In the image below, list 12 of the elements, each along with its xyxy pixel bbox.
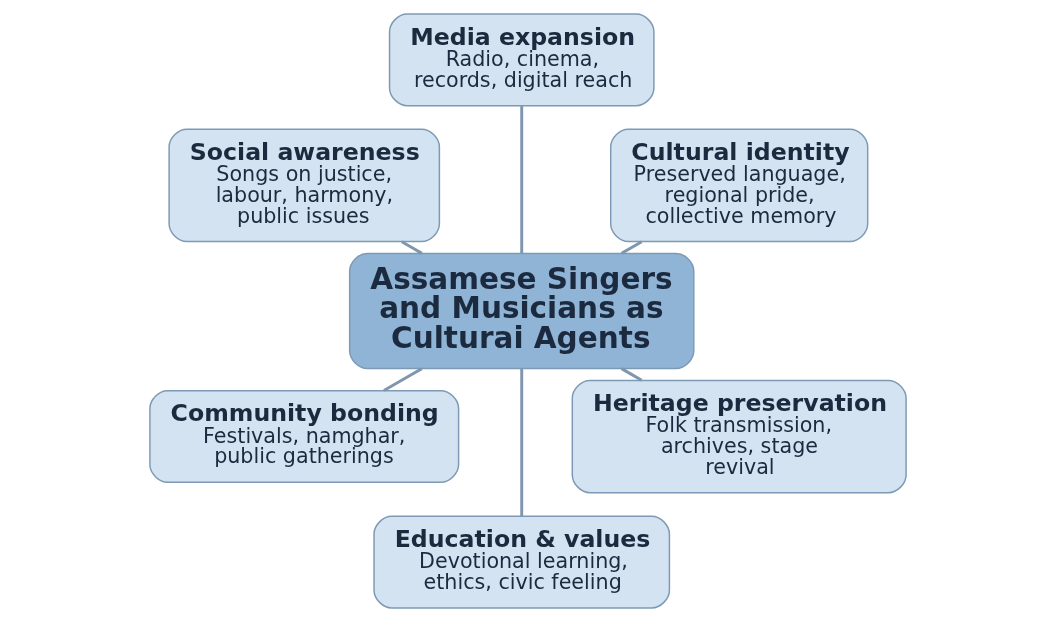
- node-box: Education & values Devotional learning, ethics, civic feeling: [373, 515, 671, 609]
- connector: [620, 240, 643, 255]
- connector: [620, 367, 643, 382]
- connector: [520, 105, 524, 254]
- node-box: Social awareness Songs on justice, labour, harmony, public issues: [168, 128, 441, 243]
- node-box: Media expansion Radio, cinema, records, digital reach: [388, 13, 655, 107]
- node-box: Community bonding Festivals, namghar, public gatherings: [149, 390, 460, 484]
- connector: [401, 240, 423, 255]
- node-box: Assamese Singers and Musicians as Culturai Agents: [348, 252, 695, 370]
- node-box: Cultural identity Preserved language, regional pride, collective memory: [609, 128, 869, 243]
- node-box: Heritage preservation Folk transmission, archives, stage revival: [571, 379, 907, 494]
- connector: [520, 368, 524, 517]
